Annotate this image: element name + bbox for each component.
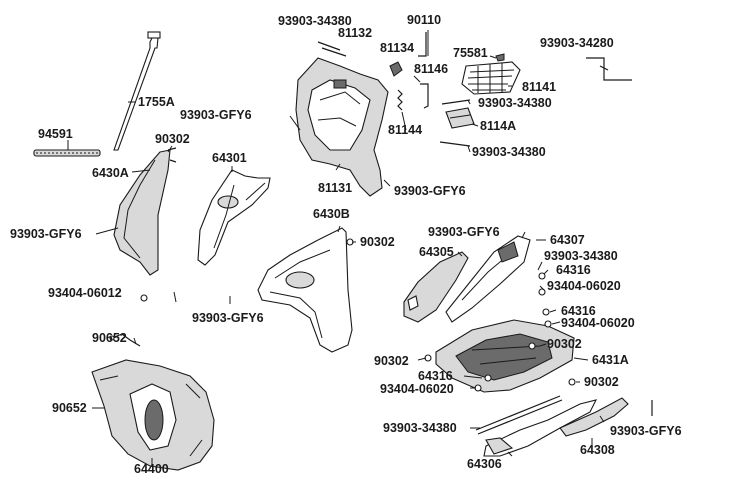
label-64308: 64308 xyxy=(580,443,615,457)
label-6430B: 6430B xyxy=(313,207,350,221)
label-81146: 81146 xyxy=(414,62,448,76)
label-93903-34280: 93903-34280 xyxy=(540,36,614,50)
part-front-lower-cover-6430B xyxy=(257,227,353,353)
part-bracket-93903-34280 xyxy=(586,57,632,81)
fasteners-right xyxy=(140,238,576,392)
part-floor-panel-64307 xyxy=(445,235,531,323)
part-clip-81134 xyxy=(389,61,403,77)
label-93903-GFY6-f: 93903-GFY6 xyxy=(610,424,682,438)
label-93903-GFY6-a: 93903-GFY6 xyxy=(10,227,82,241)
label-64306: 64306 xyxy=(467,457,502,471)
label-81134: 81134 xyxy=(380,41,414,55)
part-side-cover-6430A xyxy=(113,147,177,276)
label-8114A: 8114A xyxy=(480,119,516,133)
part-screws-90652 xyxy=(109,333,141,347)
label-90302-b: 90302 xyxy=(360,235,395,249)
label-93404-06020-c: 93404-06020 xyxy=(380,382,454,396)
label-64307: 64307 xyxy=(550,233,585,247)
label-75581: 75581 xyxy=(453,46,488,60)
part-bracket-90110 xyxy=(418,32,427,57)
part-hardware-81132 xyxy=(317,41,347,57)
label-81131: 81131 xyxy=(318,181,352,195)
label-93903-34380-c: 93903-34380 xyxy=(472,145,546,159)
part-strip-94591 xyxy=(33,149,101,157)
label-90652-a: 90652 xyxy=(92,331,127,345)
label-64305: 64305 xyxy=(419,245,454,259)
part-strip-93903-34380 xyxy=(475,395,563,435)
part-clip-75581 xyxy=(495,53,505,62)
label-90302-c: 90302 xyxy=(374,354,409,368)
label-93404-06020-b: 93404-06020 xyxy=(561,316,635,330)
label-93903-34380-e: 93903-34380 xyxy=(383,421,457,435)
label-90302-a: 90302 xyxy=(155,132,190,146)
label-90302-d: 90302 xyxy=(547,337,582,351)
label-93903-34380-d: 93903-34380 xyxy=(544,249,618,263)
part-number-labels: 1755A 94591 90302 6430A 93903-GFY6 64301… xyxy=(10,13,682,476)
label-6430A: 6430A xyxy=(92,166,129,180)
label-64316-a: 64316 xyxy=(556,263,591,277)
label-81132: 81132 xyxy=(338,26,372,40)
part-inner-legshield-64400 xyxy=(91,359,215,471)
label-93903-GFY6-b: 93903-GFY6 xyxy=(180,108,252,122)
label-1755A: 1755A xyxy=(138,95,175,109)
label-93903-34380-b: 93903-34380 xyxy=(478,96,552,110)
part-skirt-64308 xyxy=(559,397,629,437)
part-lid-8114A xyxy=(439,99,475,147)
label-93404-06012: 93404-06012 xyxy=(48,286,122,300)
label-6431A: 6431A xyxy=(592,353,629,367)
label-64316-c: 64316 xyxy=(418,369,453,383)
label-93903-34380-a: 93903-34380 xyxy=(278,14,352,28)
part-skirt-64306 xyxy=(483,399,598,457)
label-81144: 81144 xyxy=(388,123,422,137)
label-93903-GFY6-d: 93903-GFY6 xyxy=(192,311,264,325)
part-floor-panel-6431A xyxy=(435,319,575,393)
label-93404-06020-a: 93404-06020 xyxy=(547,279,621,293)
part-hook-81146 xyxy=(420,83,429,109)
label-64301: 64301 xyxy=(212,151,247,165)
label-93903-GFY6-c: 93903-GFY6 xyxy=(394,184,466,198)
part-rod-1755A xyxy=(113,31,161,151)
part-grille-81141 xyxy=(461,61,521,95)
label-90302-e: 90302 xyxy=(584,375,619,389)
part-inner-cover-81131 xyxy=(295,57,389,197)
label-93903-GFY6-e: 93903-GFY6 xyxy=(428,225,500,239)
label-94591: 94591 xyxy=(38,127,73,141)
part-floor-side-64305 xyxy=(403,251,469,323)
part-front-cover-64301 xyxy=(197,169,271,266)
label-64316-b: 64316 xyxy=(561,304,596,318)
leader-lines xyxy=(67,30,605,466)
part-spring-81144 xyxy=(397,89,403,111)
label-90652-b: 90652 xyxy=(52,401,87,415)
label-64400: 64400 xyxy=(134,462,169,476)
label-81141: 81141 xyxy=(522,80,556,94)
label-90110: 90110 xyxy=(407,13,441,27)
